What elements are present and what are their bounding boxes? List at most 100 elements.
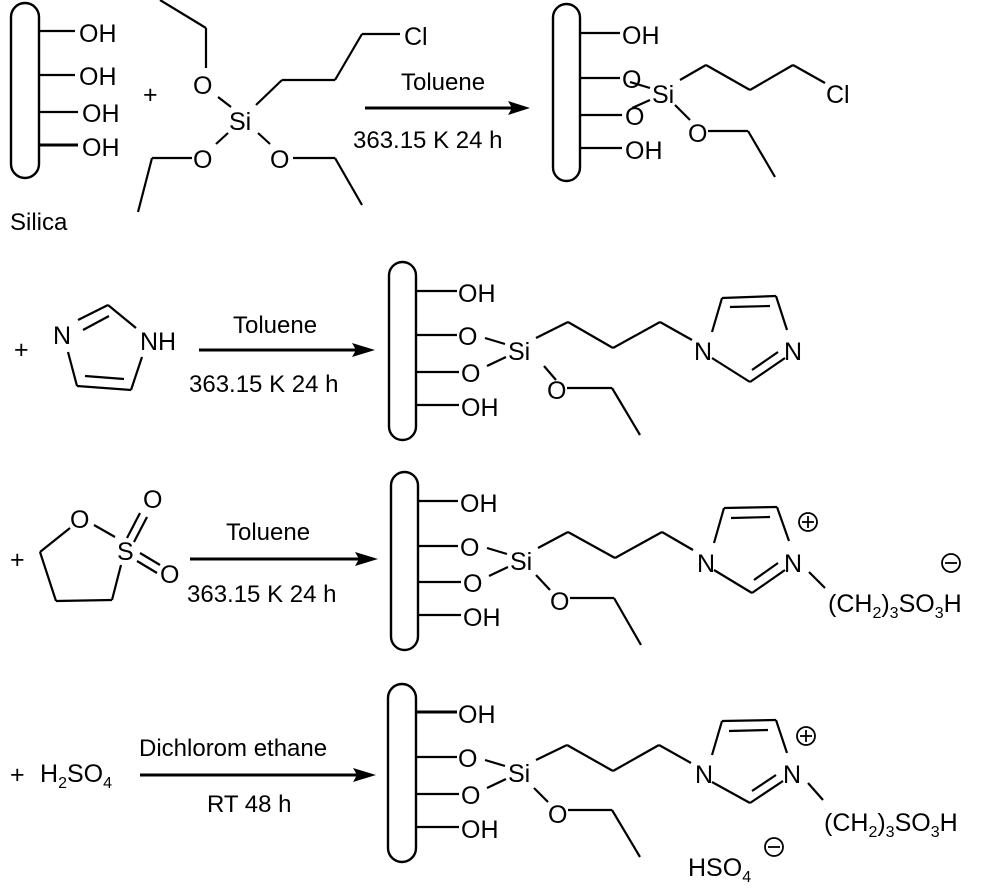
bond bbox=[255, 79, 283, 106]
bond bbox=[612, 744, 660, 772]
bond bbox=[749, 357, 786, 383]
chlorine-label: Cl bbox=[826, 81, 850, 109]
oxygen-label: O bbox=[193, 72, 212, 100]
reaction-arrow-1: Toluene 363.15 K 24 h bbox=[353, 69, 530, 154]
condition-solvent: Toluene bbox=[401, 69, 485, 96]
bond bbox=[543, 365, 557, 381]
oxygen-label: O bbox=[547, 377, 566, 405]
bond bbox=[611, 387, 641, 436]
hydroxyl-label: OH bbox=[79, 20, 117, 48]
imidazole: N NH bbox=[53, 304, 176, 392]
bond bbox=[77, 304, 109, 321]
bond bbox=[484, 758, 506, 768]
condition-solvent: Toluene bbox=[233, 312, 317, 339]
sulfopropyl-label: (CH2)3SO3H bbox=[828, 590, 962, 622]
bond bbox=[808, 571, 826, 589]
bond bbox=[136, 560, 158, 574]
nitrogen-label: N bbox=[694, 338, 712, 366]
sulfopropyl-label: (CH2)3SO3H bbox=[824, 809, 958, 841]
bond bbox=[488, 566, 509, 577]
bond bbox=[728, 728, 769, 733]
nitrogen-label: N bbox=[784, 338, 802, 366]
bond bbox=[710, 720, 724, 756]
hydroxyl-label: OH bbox=[82, 134, 120, 162]
product-3: OH O O OH Si O N N bbox=[389, 470, 962, 652]
bond bbox=[749, 780, 784, 804]
oxygen-label: O bbox=[461, 360, 480, 388]
oxygen-label: O bbox=[550, 588, 569, 616]
bond bbox=[712, 507, 726, 544]
bond bbox=[751, 351, 779, 371]
bond bbox=[76, 384, 132, 392]
bond bbox=[792, 64, 826, 84]
bond bbox=[730, 515, 771, 520]
silicon-label: Si bbox=[229, 108, 251, 136]
bond bbox=[567, 321, 614, 349]
oxygen-label: O bbox=[458, 745, 477, 773]
bond bbox=[629, 80, 651, 90]
condition-temperature-time: RT 48 h bbox=[207, 791, 292, 818]
bond bbox=[334, 33, 363, 81]
chloropropyltriethoxysilane: O Si O O Cl bbox=[136, 0, 428, 213]
bond bbox=[710, 297, 724, 333]
plus-sign: + bbox=[14, 336, 29, 364]
oxygen-label: O bbox=[688, 120, 707, 148]
oxygen-label: O bbox=[160, 561, 179, 589]
bond bbox=[567, 531, 616, 559]
row-4: + H2SO4 Dichlorom ethane RT 48 h OH O O … bbox=[10, 682, 958, 886]
bond bbox=[705, 64, 751, 91]
negative-charge-icon bbox=[764, 837, 784, 857]
hydroxyl-label: OH bbox=[458, 701, 496, 729]
bond bbox=[486, 546, 508, 556]
hydroxyl-label: OH bbox=[79, 63, 117, 91]
bond bbox=[535, 321, 569, 339]
product-1: OH O O OH Si Cl O bbox=[551, 2, 850, 183]
condition-temperature-time: 363.15 K 24 h bbox=[187, 581, 336, 608]
bond bbox=[751, 569, 786, 594]
bond bbox=[129, 356, 144, 391]
bond bbox=[807, 782, 824, 801]
bond bbox=[713, 569, 753, 594]
oxygen-label: O bbox=[622, 66, 641, 94]
plus-sign: + bbox=[10, 761, 25, 789]
condition-temperature-time: 363.15 K 24 h bbox=[353, 127, 502, 154]
bond bbox=[110, 564, 123, 601]
bond bbox=[533, 787, 549, 803]
bond bbox=[631, 98, 651, 110]
bond bbox=[613, 597, 642, 646]
bond bbox=[659, 321, 693, 341]
silica-support bbox=[9, 1, 41, 180]
condition-solvent: Toluene bbox=[226, 519, 310, 546]
silicon-label: Si bbox=[510, 548, 532, 576]
bond bbox=[711, 357, 751, 383]
bond bbox=[136, 157, 154, 213]
nitrogen-label: N bbox=[53, 322, 71, 350]
product-2: OH O O OH Si O N N bbox=[387, 260, 802, 442]
bond bbox=[66, 351, 79, 387]
bond bbox=[133, 516, 148, 543]
bond bbox=[126, 512, 141, 539]
oxygen-label: O bbox=[548, 801, 567, 829]
silicon-label: Si bbox=[652, 81, 674, 109]
bond bbox=[537, 531, 569, 549]
plus-sign: + bbox=[143, 81, 158, 109]
sulfur-label: S bbox=[117, 538, 134, 566]
oxygen-label: O bbox=[70, 506, 89, 534]
bond bbox=[566, 744, 614, 772]
bond bbox=[711, 781, 751, 804]
silicon-label: Si bbox=[508, 338, 530, 366]
bond bbox=[729, 304, 771, 309]
nitrogen-label: N bbox=[783, 761, 801, 789]
condition-temperature-time: 363.15 K 24 h bbox=[189, 371, 338, 398]
bond bbox=[257, 132, 271, 145]
nitrogen-label: N bbox=[784, 550, 802, 578]
bond bbox=[535, 574, 551, 591]
silica-label: Silica bbox=[10, 209, 68, 236]
bond bbox=[679, 64, 707, 81]
bond bbox=[107, 304, 137, 329]
arrow-head-icon bbox=[508, 101, 530, 115]
bond bbox=[612, 321, 661, 349]
bond bbox=[721, 718, 777, 723]
bond bbox=[674, 104, 691, 121]
bond bbox=[611, 809, 641, 858]
